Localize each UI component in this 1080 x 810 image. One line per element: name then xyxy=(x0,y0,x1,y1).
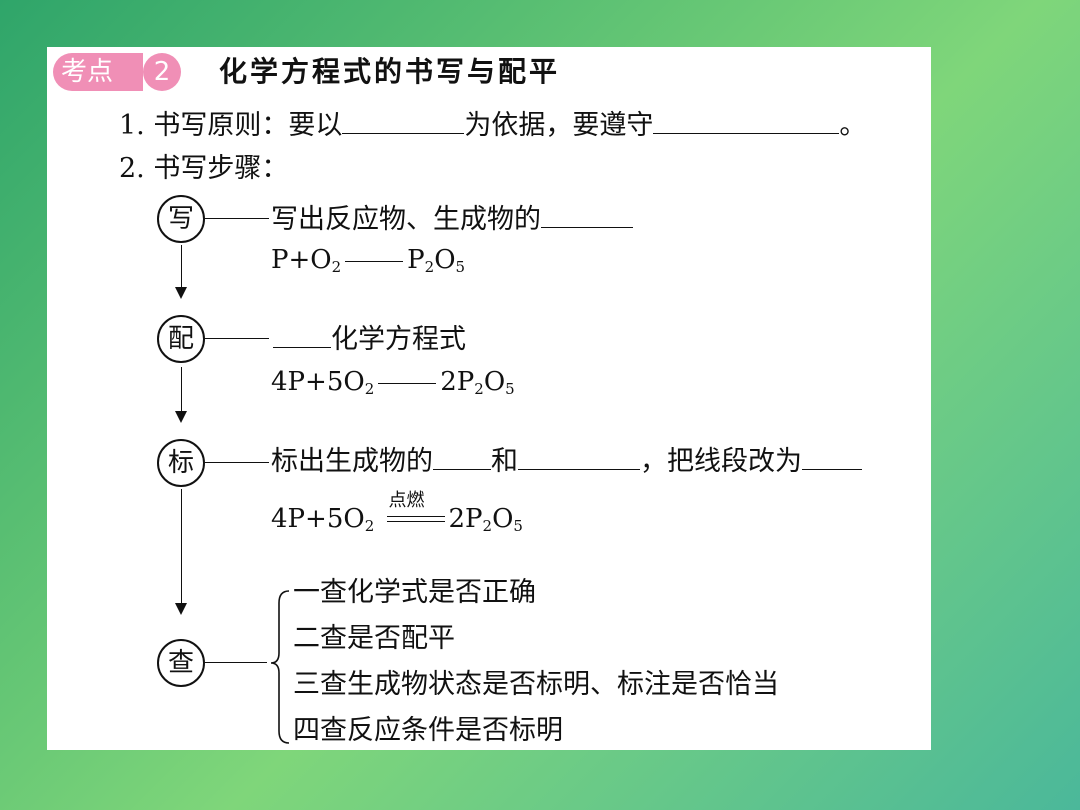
eq-write-product-o: O xyxy=(434,245,456,275)
step-write-circle: 写 xyxy=(157,195,205,243)
eq-mark-arrow: 点燃 xyxy=(386,490,445,530)
step-mark-text-c: ，把线段改为 xyxy=(640,446,802,477)
eq-mark-product-p: 2P xyxy=(448,504,483,534)
principle-prefix: 1. 书写原则：要以 xyxy=(119,110,343,141)
arrow-head-2 xyxy=(175,411,187,423)
eq-mark-condition: 点燃 xyxy=(388,490,425,511)
principle-blank-1 xyxy=(342,105,465,134)
check-item-3: 三查生成物状态是否标明、标注是否恰当 xyxy=(293,669,779,700)
arrow-line-2 xyxy=(181,367,182,413)
check-item-4: 四查反应条件是否标明 xyxy=(293,715,563,746)
step-balance-circle: 配 xyxy=(157,315,205,363)
step-balance-line: 化学方程式 xyxy=(273,319,466,358)
eq-write-sub-2: 2 xyxy=(424,258,435,276)
slide-page: 考点 2 化学方程式的书写与配平 1. 书写原则：要以 为依据，要遵守 。 2. 书… xyxy=(47,47,931,750)
step-check-circle: 查 xyxy=(157,639,205,687)
principle-middle: 为依据，要遵守 xyxy=(464,110,654,141)
eq-balance-product-o: O xyxy=(483,367,506,397)
eq-balance-sub-3: 5 xyxy=(505,380,515,398)
eq-write-sub-1: 2 xyxy=(331,258,342,276)
step-check-connector xyxy=(205,662,267,663)
topic-badge-connector xyxy=(121,53,143,91)
step-mark-blank-3 xyxy=(802,441,862,470)
eq-write-reactants: P+O xyxy=(271,245,332,275)
step-mark-text-a: 标出生成物的 xyxy=(271,446,433,477)
eq-balance-sub-1: 2 xyxy=(364,380,375,398)
eq-balance-sub-2: 2 xyxy=(474,380,484,398)
eq-balance-reactants: 4P+5O xyxy=(271,367,365,397)
step-mark-equation: 4P+5O2 点燃 2P2O5 xyxy=(271,490,523,543)
step-mark-connector xyxy=(205,462,269,463)
eq-mark-reactants: 4P+5O xyxy=(271,504,365,534)
step-balance-text: 化学方程式 xyxy=(331,324,466,355)
step-mark-text-b: 和 xyxy=(491,446,518,477)
step-mark-circle: 标 xyxy=(157,439,205,487)
check-item-2: 二查是否配平 xyxy=(293,623,455,654)
step-mark-blank-1 xyxy=(433,441,491,470)
step-write-text: 写出反应物、生成物的 xyxy=(271,204,541,235)
eq-mark-equal-top xyxy=(386,516,445,517)
eq-mark-sub-2: 2 xyxy=(482,517,493,535)
step-mark-line: 标出生成物的 和 ，把线段改为 xyxy=(271,441,862,480)
principle-suffix: 。 xyxy=(839,110,867,141)
step-mark-blank-2 xyxy=(518,441,640,470)
step-balance-connector xyxy=(205,338,269,339)
check-item-1: 一查化学式是否正确 xyxy=(293,577,536,608)
eq-mark-sub-3: 5 xyxy=(513,517,523,535)
step-write-line: 写出反应物、生成物的 xyxy=(271,199,633,238)
eq-write-product-p: P xyxy=(407,245,425,275)
arrow-line-3 xyxy=(181,489,182,605)
check-brace xyxy=(270,590,290,744)
eq-balance-dash xyxy=(378,382,437,384)
arrow-head-3 xyxy=(175,603,187,615)
eq-write-sub-3: 5 xyxy=(455,258,466,276)
principle-blank-2 xyxy=(653,105,840,134)
arrow-head-1 xyxy=(175,287,187,299)
topic-number-badge: 2 xyxy=(143,53,181,91)
step-write-blank xyxy=(541,199,633,228)
principle-line: 1. 书写原则：要以 为依据，要遵守 。 xyxy=(119,105,866,144)
step-balance-blank xyxy=(273,319,331,348)
eq-write-dash xyxy=(345,260,404,262)
eq-balance-product-p: 2P xyxy=(440,367,475,397)
step-write-connector xyxy=(205,218,269,219)
eq-mark-product-o: O xyxy=(492,504,514,534)
eq-mark-sub-1: 2 xyxy=(364,517,375,535)
eq-mark-equal-bottom xyxy=(386,521,445,522)
topic-badge: 考点 xyxy=(53,53,121,91)
steps-heading: 2. 书写步骤： xyxy=(119,153,289,184)
arrow-line-1 xyxy=(181,245,182,289)
section-title: 化学方程式的书写与配平 xyxy=(219,55,561,88)
